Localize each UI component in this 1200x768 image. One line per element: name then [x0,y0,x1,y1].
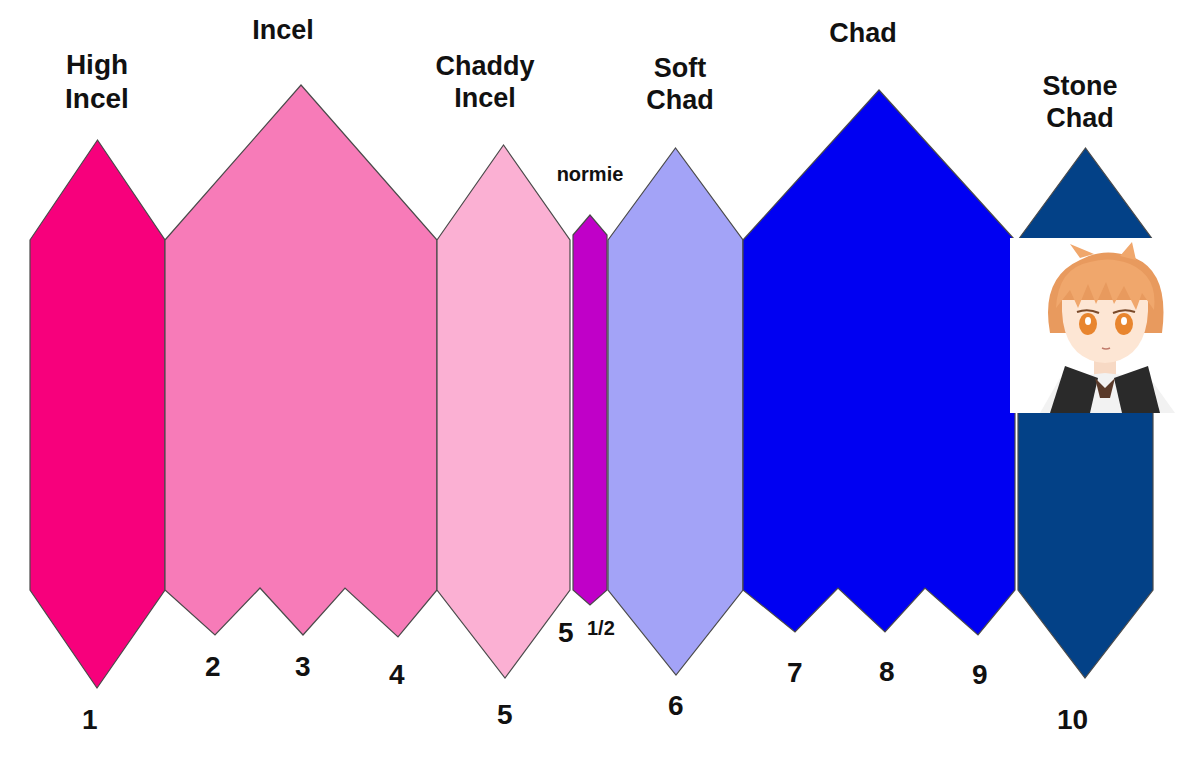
callout-number: 6 [668,692,684,720]
band-shape [743,0,1015,700]
spectrum-band: Soft Chad [608,0,743,700]
band-outline [165,85,437,637]
spectrum-band: Chaddy Incel [437,0,570,700]
band-outline [573,215,607,605]
band-outline [1018,148,1153,678]
band-heading: Soft Chad [625,52,735,117]
spectrum-band: normie [573,0,607,700]
band-outline [437,145,570,678]
band-heading: Stone Chad [1020,70,1140,135]
callout-number: 5 [497,701,513,729]
spectrum-band: Incel [165,0,437,700]
callout-number: 9 [972,661,988,689]
callout-number: 10 [1057,706,1088,734]
band-heading: High Incel [42,48,152,115]
callout-number: 8 [879,658,895,686]
anime-portrait [1010,238,1200,413]
spectrum-band: Chad [743,0,1015,700]
callout-number: 1/2 [587,618,615,638]
band-shape [165,0,437,700]
band-outline [30,140,165,688]
callout-number: 2 [205,653,221,681]
band-heading: normie [545,162,635,186]
callout-number: 7 [787,659,803,687]
spectrum-band: High Incel [30,0,165,700]
band-heading: Chad [793,17,933,49]
band-heading: Incel [213,14,353,46]
band-shape [573,0,607,700]
callout-number: 3 [295,653,311,681]
callout-number: 4 [389,661,405,689]
band-heading: Chaddy Incel [425,50,545,115]
callout-number: 5 [558,619,574,647]
callout-number: 1 [82,706,98,734]
band-outline [743,90,1015,635]
band-outline [608,148,743,675]
